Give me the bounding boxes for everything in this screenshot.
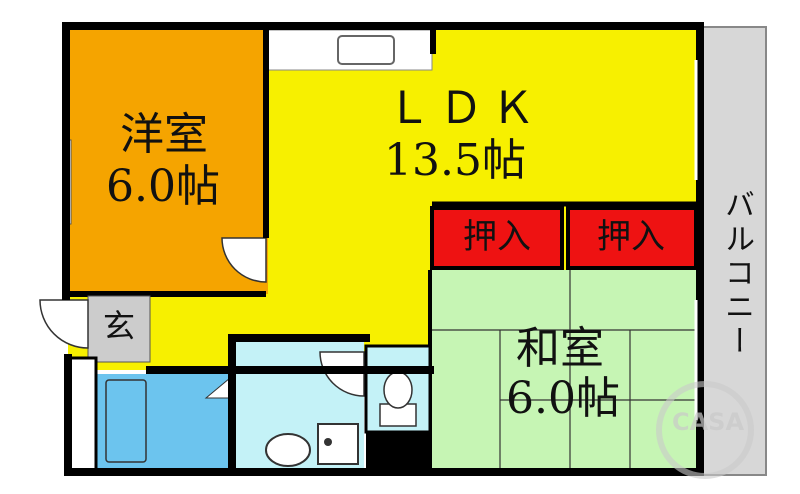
western-room-size: 6.0帖 bbox=[106, 161, 220, 212]
japanese-room-name: 和室 bbox=[516, 323, 604, 374]
washing-machine-pan bbox=[317, 423, 359, 465]
ldk-room-name: ＬＤＫ bbox=[387, 83, 543, 134]
entrance-floor bbox=[87, 295, 151, 363]
closet-right-label: 押入 bbox=[597, 217, 665, 257]
kitchen-sink bbox=[337, 35, 395, 65]
bathtub bbox=[105, 379, 147, 463]
outer-walls bbox=[62, 22, 704, 476]
kitchen-divider bbox=[430, 28, 436, 54]
closet-right-box bbox=[566, 206, 698, 270]
tatami-lines bbox=[432, 270, 696, 470]
closet-left-label: 押入 bbox=[463, 217, 531, 257]
western-room-name: 洋室 bbox=[120, 109, 208, 160]
balcony-area bbox=[697, 26, 767, 476]
washbasin bbox=[265, 433, 311, 467]
watermark-text: CASA bbox=[671, 408, 745, 436]
watermark-mark bbox=[656, 381, 754, 479]
bath-entry-strip bbox=[68, 356, 98, 472]
balcony-label: バルコニー bbox=[719, 189, 754, 359]
japanese-room-floor bbox=[432, 270, 696, 470]
pipe-space bbox=[366, 432, 430, 472]
western-door-swing bbox=[221, 237, 267, 283]
entrance-label: 玄 bbox=[102, 307, 135, 345]
japanese-room-size: 6.0帖 bbox=[506, 373, 620, 424]
toilet-bowl bbox=[383, 371, 413, 409]
ldk-room-size: 13.5帖 bbox=[384, 135, 526, 186]
entrance-door-swing bbox=[39, 299, 89, 349]
drain-icon bbox=[324, 438, 332, 446]
closet-left-box bbox=[430, 206, 564, 270]
